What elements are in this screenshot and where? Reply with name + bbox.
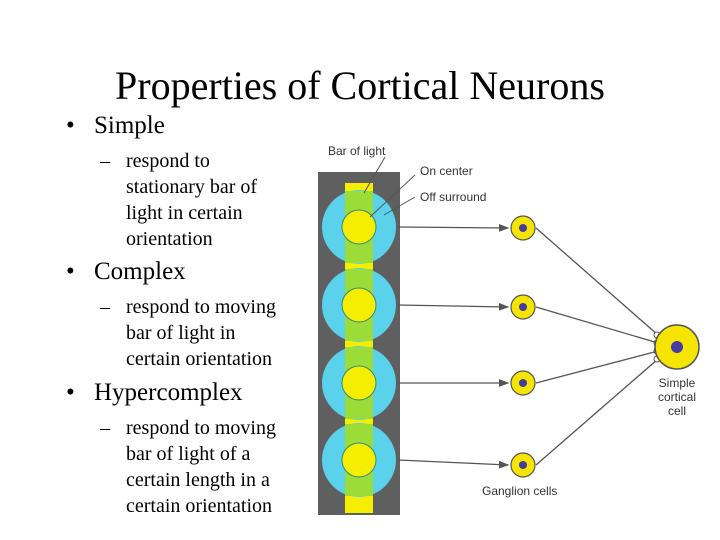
simple-cortical-cell-nucleus	[671, 341, 683, 353]
bullet-glyph: •	[66, 112, 75, 139]
ganglion-to-cortical-line	[535, 350, 659, 384]
sub-line: orientation	[126, 228, 213, 250]
off-surround-label: Off surround	[420, 190, 486, 204]
sub-line: certain orientation	[126, 495, 273, 517]
bullet-label: Complex	[94, 258, 186, 285]
sub-line: stationary bar of	[126, 176, 258, 198]
bullet-hypercomplex: • Hypercomplex	[66, 379, 306, 409]
bullet-label: Hypercomplex	[94, 379, 243, 406]
bar-of-light-label: Bar of light	[328, 144, 386, 158]
ganglion-cell-nucleus	[519, 224, 527, 232]
ganglion-cell-nucleus	[519, 303, 527, 311]
bar-pointer-line	[363, 156, 386, 194]
dash-glyph: –	[100, 417, 110, 439]
off-surround-pointer-line	[383, 196, 416, 216]
ganglion-to-cortical-line	[535, 227, 659, 336]
receptive-field-center	[341, 442, 377, 478]
on-center-label: On center	[420, 164, 473, 178]
bullet-glyph: •	[66, 379, 75, 406]
receptive-field-diagram: Bar of light On center Off surround Simp…	[318, 144, 700, 515]
field-to-ganglion-arrow	[397, 302, 510, 311]
receptive-field-center	[341, 365, 377, 401]
ganglion-cell-nucleus	[519, 379, 527, 387]
sub-line: light in certain	[126, 202, 243, 224]
bullet-complex: • Complex	[66, 258, 306, 288]
sub-line: certain orientation	[126, 348, 273, 370]
ganglion-to-cortical-line	[535, 306, 659, 344]
sub-line: respond to	[126, 150, 210, 172]
simple-cell-label-line2: cortical	[658, 390, 696, 404]
sub-line: bar of light in	[126, 322, 236, 344]
sub-line: certain length in a	[126, 469, 270, 491]
field-to-ganglion-arrow	[397, 459, 510, 469]
bullet-simple: • Simple	[66, 112, 306, 142]
ganglion-cells-label: Ganglion cells	[482, 484, 557, 498]
sub-complex: – respond to moving bar of light in cert…	[100, 294, 310, 372]
slide-title: Properties of Cortical Neurons	[115, 63, 605, 108]
ganglion-cell-nucleus	[519, 461, 527, 469]
simple-cell-label-line3: cell	[668, 404, 686, 418]
receptive-field-center	[341, 287, 377, 323]
on-center-pointer-line	[369, 174, 416, 218]
simple-cell-label-line1: Simple	[659, 376, 696, 390]
dash-glyph: –	[100, 296, 110, 318]
sub-line: bar of light of a	[126, 443, 251, 465]
sub-line: respond to moving	[126, 296, 276, 318]
sub-simple: – respond to stationary bar of light in …	[100, 148, 310, 252]
bullet-glyph: •	[66, 258, 75, 285]
ganglion-to-cortical-line	[535, 358, 659, 466]
dash-glyph: –	[100, 150, 110, 172]
receptive-field-center	[341, 209, 377, 245]
bullet-label: Simple	[94, 112, 165, 139]
sub-hypercomplex: – respond to moving bar of light of a ce…	[100, 415, 310, 519]
field-to-ganglion-arrow	[397, 224, 510, 232]
sub-line: respond to moving	[126, 417, 276, 439]
